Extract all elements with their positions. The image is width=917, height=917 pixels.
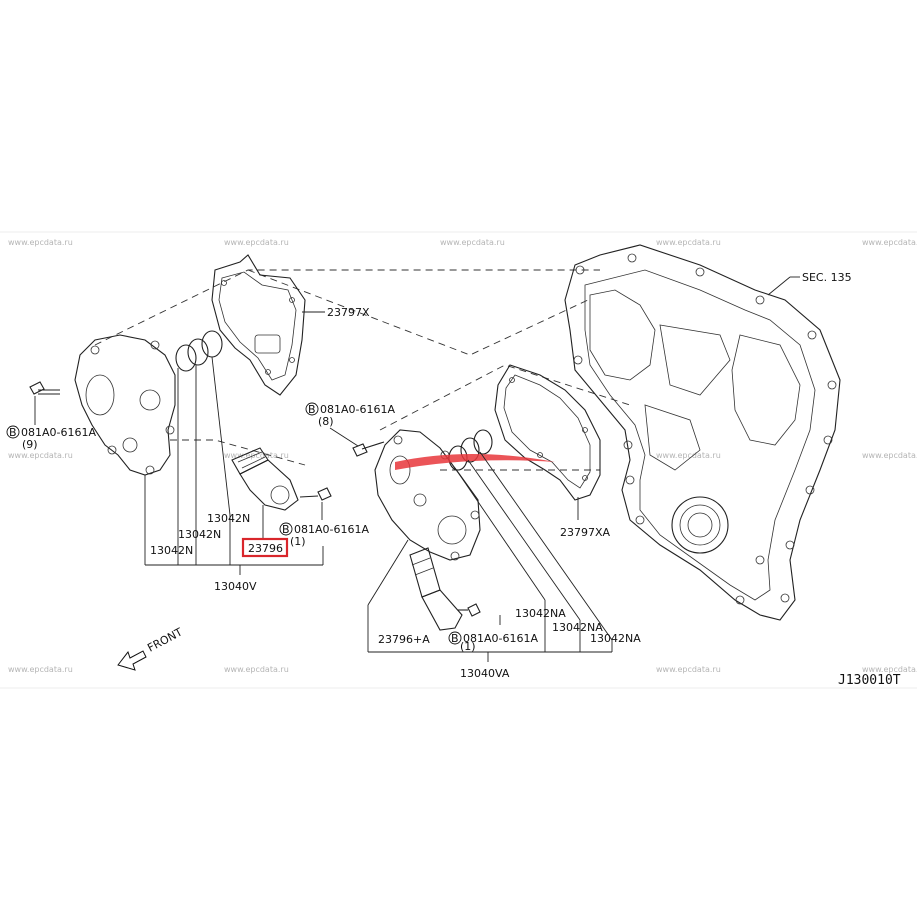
vtc-cover-right-part[interactable] [374,429,481,561]
overlay-logo [395,454,555,470]
bolt-mid-qty: (8) [318,415,334,428]
bolt-left-part[interactable] [29,381,60,395]
gasket-23797x-label[interactable]: 23797X [327,306,370,319]
svg-text:B: B [308,403,316,416]
sec-135-label[interactable]: SEC. 135 [802,271,852,284]
watermark-text: www.epcdata.ru [224,238,289,247]
svg-text:B: B [282,523,290,536]
svg-text:B: B [451,632,459,645]
watermark-text: www.epcdata.ru [224,665,289,674]
projection-lines [94,269,631,471]
gasket-23797xa-part[interactable] [494,364,601,501]
watermark-text: www.epcdata.ru [656,665,721,674]
watermark-text: www.epcdata.ru [8,238,73,247]
gasket-23797xa-label[interactable]: 23797XA [560,526,611,539]
bolt-small-right-part[interactable] [458,603,481,617]
bolt-small-right-label[interactable]: 081A0-6161A [463,632,538,645]
o-ring-13042n-label-2[interactable]: 13042N [178,528,221,541]
o-ring-13042n-label-3[interactable]: 13042N [207,512,250,525]
o-ring-left-group[interactable] [175,330,223,372]
o-ring-13042na-label-2[interactable]: 13042NA [552,621,603,634]
watermark-text: www.epcdata.ru [8,665,73,674]
o-ring-13042na-label-1[interactable]: 13042NA [515,607,566,620]
bolt-left-qty: (9) [22,438,38,451]
watermark-text: www.epcdata.ru [862,665,917,674]
o-ring-13042na-label-3[interactable]: 13042NA [590,632,641,645]
assembly-13040va-label[interactable]: 13040VA [460,667,510,680]
watermark-layer: www.epcdata.ru www.epcdata.ru www.epcdat… [8,238,917,674]
bolt-small-right-qty: (1) [460,640,476,653]
gasket-23797x-part[interactable] [211,254,306,396]
leader-line [329,427,359,447]
bracket-13040v [144,356,324,575]
watermark-text: www.epcdata.ru [862,238,917,247]
leader-line [767,276,791,296]
b-circle-icon: B [279,522,293,536]
svg-text:B: B [9,426,17,439]
o-ring-13042n-label-1[interactable]: 13042N [150,544,193,557]
watermark-text: www.epcdata.ru [862,451,917,460]
watermark-text: www.epcdata.ru [656,238,721,247]
bolt-mid-label[interactable]: 081A0-6161A [320,403,395,416]
watermark-text: www.epcdata.ru [8,451,73,460]
watermark-text: www.epcdata.ru [224,451,289,460]
b-circle-icon: B [448,631,462,645]
solenoid-23796-part[interactable] [231,447,299,511]
bracket-13040va [367,451,613,662]
timing-cover-part[interactable] [564,244,841,621]
watermark-text: www.epcdata.ru [656,451,721,460]
bolt-small-left-label[interactable]: 081A0-6161A [294,523,369,536]
bolt-mid-part[interactable] [352,441,385,457]
vtc-cover-left-part[interactable] [74,334,176,476]
solenoid-23796a-label[interactable]: 23796+A [378,633,430,646]
bolt-small-left-part[interactable] [299,487,332,501]
solenoid-23796-label[interactable]: 23796 [248,542,283,555]
bolt-small-left-qty: (1) [290,535,306,548]
watermark-text: www.epcdata.ru [440,238,505,247]
diagram-code: J130010T [838,673,901,688]
highlight-box[interactable] [241,537,289,558]
b-circle-icon: B [305,402,319,416]
b-circle-icon: B [6,425,20,439]
front-arrow-icon [117,650,147,671]
solenoid-23796a-part[interactable] [409,547,463,631]
front-label: FRONT [145,625,185,654]
assembly-13040v-label[interactable]: 13040V [214,580,257,593]
bolt-left-label[interactable]: 081A0-6161A [21,426,96,439]
